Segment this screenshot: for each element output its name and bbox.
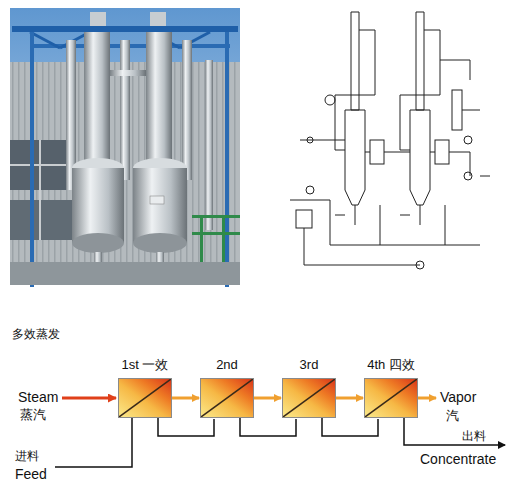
effect-node: 4th 四效	[344, 356, 438, 418]
liquid-connector	[158, 418, 214, 436]
feed-line	[55, 418, 132, 467]
flow-label: 进料	[15, 448, 39, 465]
liquid-connector	[322, 418, 378, 436]
effect-label: 3rd	[262, 356, 356, 374]
vapor-connector	[254, 397, 281, 400]
evaporator-box	[364, 378, 418, 418]
effect-label: 2nd	[180, 356, 274, 374]
box-diagonal	[201, 379, 253, 417]
vapor-arrow	[418, 397, 436, 400]
effect-node: 1st 一效	[98, 356, 192, 418]
effect-label: 1st 一效	[98, 356, 192, 374]
liquid-connector	[240, 418, 296, 436]
evaporator-box	[200, 378, 254, 418]
vapor-connector	[172, 397, 199, 400]
flow-label: Concentrate	[420, 451, 496, 467]
effect-node: 2nd	[180, 356, 274, 418]
vapor-connector	[336, 397, 363, 400]
evaporator-box	[118, 378, 172, 418]
box-diagonal	[365, 379, 417, 417]
effect-label: 4th 四效	[344, 356, 438, 374]
flow-label: Feed	[15, 466, 47, 482]
steam-arrow	[62, 397, 116, 400]
flow-label: Vapor	[440, 389, 476, 405]
flow-label: 蒸汽	[20, 406, 46, 424]
box-diagonal	[283, 379, 335, 417]
flow-label: 汽	[446, 407, 459, 425]
flow-label: 出料	[462, 428, 486, 445]
effect-node: 3rd	[262, 356, 356, 418]
flow-label: Steam	[18, 389, 58, 405]
diagram-title: 多效蒸发	[12, 326, 60, 343]
evaporator-box	[282, 378, 336, 418]
box-diagonal	[119, 379, 171, 417]
